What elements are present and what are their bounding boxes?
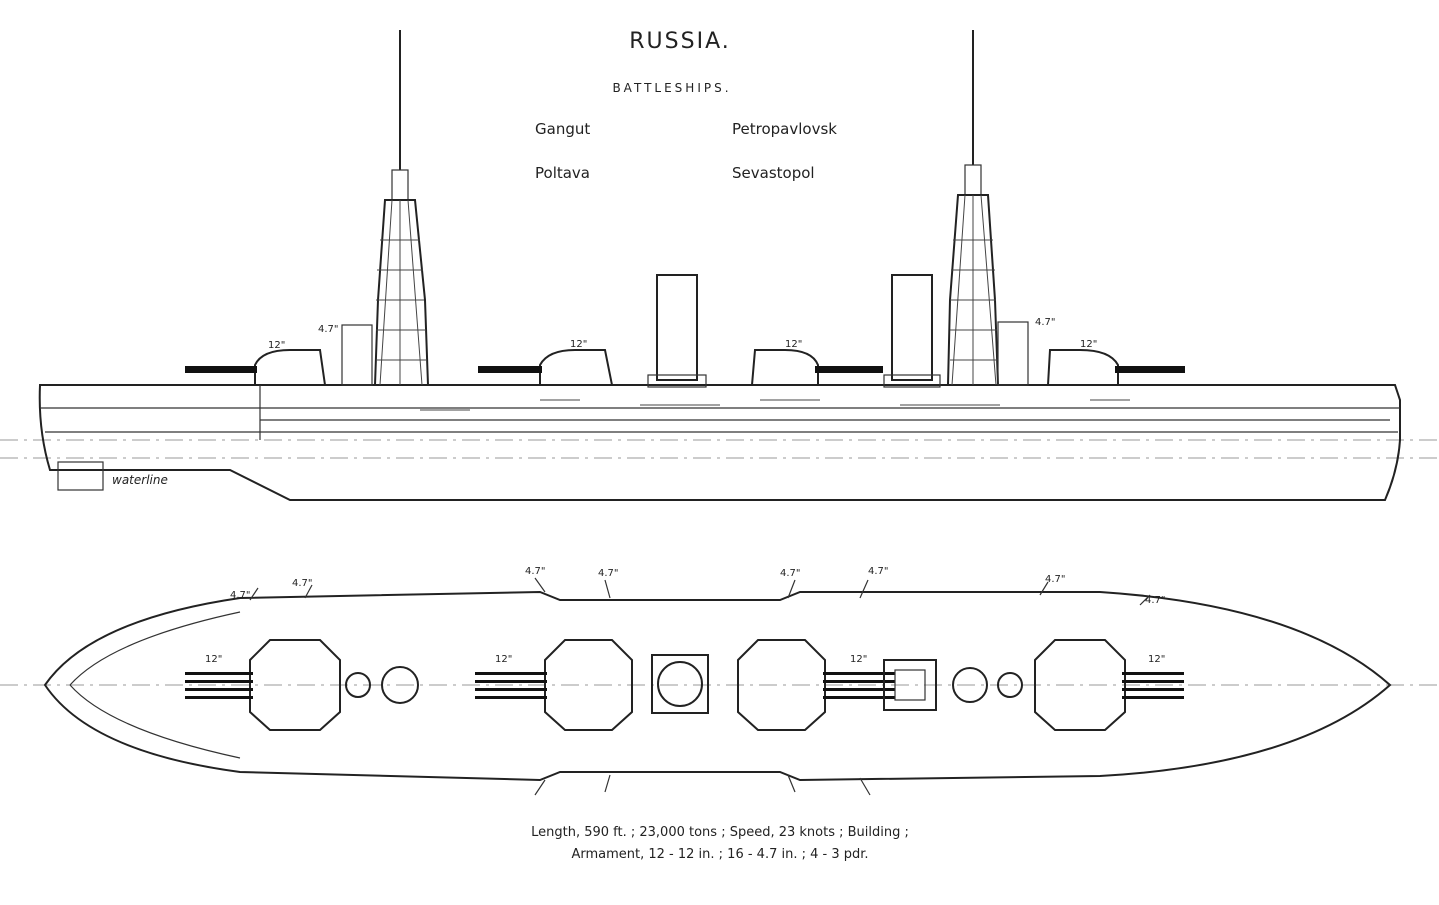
fore-bridge [341, 324, 373, 386]
turret-3-plan: 12" [737, 639, 895, 731]
ventilator-aft-small [997, 672, 1023, 698]
turret-1-label: 12" [268, 340, 285, 351]
ventilator-fore-small [345, 672, 371, 698]
profile-view: waterline 12" 1 [0, 30, 1439, 501]
secondary-label-7: 4.7" [1045, 574, 1066, 585]
ship-name-petropavlovsk: Petropavlovsk [732, 120, 837, 138]
secondary-label-6: 4.7" [868, 566, 889, 577]
bow-inner-line [69, 611, 241, 686]
fore-funnel-plan [651, 654, 709, 714]
fore-funnel-base [647, 374, 707, 388]
turret-2-plan: 12" [475, 639, 633, 731]
turret-2-plan-label: 12" [495, 654, 512, 665]
bow-inner-line-lower [69, 684, 241, 759]
waterline-note: waterline [112, 473, 168, 487]
plan-view: 12" 12" 12" [0, 566, 1439, 796]
turret-4-plan-label: 12" [1148, 654, 1165, 665]
turret-4-profile: 12" [1047, 339, 1185, 386]
secondary-label-1: 4.7" [230, 590, 251, 601]
aft-funnel-base [883, 374, 941, 388]
ventilator-aft-large [952, 667, 988, 703]
secondary-label-fore: 4.7" [318, 324, 339, 335]
fore-funnel [656, 274, 698, 381]
fore-mast [373, 30, 430, 386]
secondary-label-8: 4.7" [1145, 595, 1166, 606]
ram-box [57, 461, 104, 491]
aft-funnel [891, 274, 933, 381]
secondary-label-4: 4.7" [598, 568, 619, 579]
ventilator-fore-large [381, 666, 419, 704]
secondary-label-5: 4.7" [780, 568, 801, 579]
secondary-label-3: 4.7" [525, 566, 546, 577]
turret-3-label: 12" [785, 339, 802, 350]
hull-profile [38, 384, 1401, 501]
turret-2-profile: 12" [478, 339, 613, 386]
casemate-details [420, 399, 1130, 411]
turret-3-plan-label: 12" [850, 654, 867, 665]
ship-type-label: BATTLESHIPS. [612, 81, 731, 95]
turret-2-label: 12" [570, 339, 587, 350]
secondary-sponsons-bottom [534, 774, 871, 796]
main-mast [946, 30, 1000, 386]
secondary-sponsons-top: 4.7" 4.7" 4.7" 4.7" 4.7" 4.7" 4.7" 4.7" [230, 566, 1166, 606]
turret-1-profile: 12" [185, 340, 326, 386]
turret-1-plan-label: 12" [205, 654, 222, 665]
turret-4-label: 12" [1080, 339, 1097, 350]
ship-name-gangut: Gangut [535, 120, 590, 138]
specs-line-2: Armament, 12 - 12 in. ; 16 - 4.7 in. ; 4… [571, 847, 868, 862]
aft-bridge [997, 321, 1029, 386]
turret-1-plan: 12" [185, 639, 341, 731]
secondary-label-aft: 4.7" [1035, 317, 1056, 328]
ship-name-poltava: Poltava [535, 164, 590, 182]
specs-line-1: Length, 590 ft. ; 23,000 tons ; Speed, 2… [531, 825, 909, 840]
country-title: RUSSIA. [629, 29, 730, 54]
turret-3-profile: 12" [751, 339, 883, 386]
secondary-label-2: 4.7" [292, 578, 313, 589]
turret-4-plan: 12" [1034, 639, 1184, 731]
aft-funnel-plan [883, 659, 937, 711]
ship-name-sevastopol: Sevastopol [732, 164, 815, 182]
deck-outline [43, 590, 1392, 782]
